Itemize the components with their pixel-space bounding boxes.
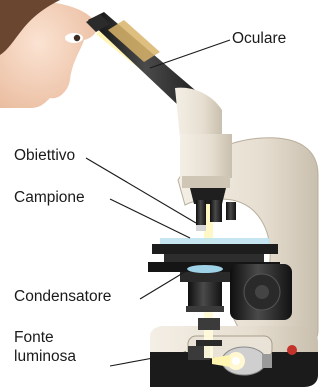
- label-eyepiece: Oculare: [232, 30, 286, 49]
- observer-head: [0, 0, 97, 108]
- condenser: [180, 265, 230, 312]
- label-condenser: Condensatore: [14, 288, 111, 307]
- eyepiece-tube: [86, 12, 222, 138]
- label-specimen: Campione: [14, 189, 85, 208]
- leader-condenser: [140, 270, 188, 299]
- label-objective: Obiettivo: [14, 147, 75, 166]
- label-light-source-line1: Fonte: [14, 329, 76, 348]
- objective-lenses: [196, 200, 236, 231]
- focus-knob: [230, 264, 292, 320]
- leader-objective: [86, 158, 196, 223]
- leader-eyepiece: [150, 40, 230, 68]
- leader-specimen: [110, 199, 190, 238]
- label-light-source-line2: luminosa: [14, 348, 76, 367]
- label-light-source: Fonte luminosa: [14, 329, 76, 366]
